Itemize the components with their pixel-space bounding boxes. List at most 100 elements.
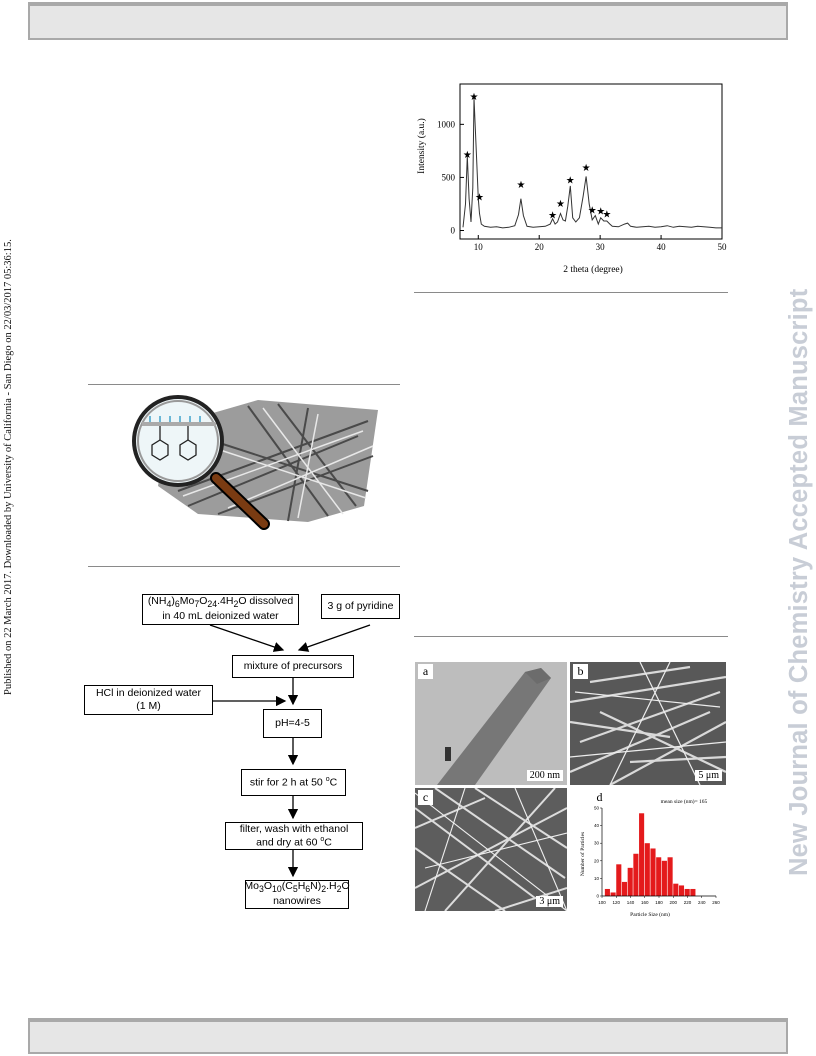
histogram-xtick-label: 140	[627, 900, 635, 905]
sem-panel-b: b 5 μm	[570, 662, 726, 785]
hcl-text-1: HCl in deionized water	[95, 686, 202, 699]
histogram-bar	[627, 867, 633, 896]
sem-image-b	[570, 662, 726, 785]
molybdate-sub-4: 24	[207, 599, 218, 610]
xrd-ytick-label: 1000	[437, 119, 456, 129]
histogram-xlabel: Particle Size (nm)	[630, 911, 670, 918]
xrd-peak-star: ★	[588, 205, 597, 216]
xrd-peak-star: ★	[582, 163, 591, 174]
scale-bar-a: 200 nm	[526, 770, 563, 781]
histogram-bar	[604, 888, 610, 896]
xrd-peak-star: ★	[516, 180, 525, 191]
xrd-xtick-label: 10	[474, 242, 484, 252]
product-s6: 2	[336, 884, 342, 895]
histogram-bar	[616, 864, 622, 896]
histogram-xtick-label: 200	[669, 900, 677, 905]
sem-image-c	[415, 788, 567, 911]
molybdate-formula-1: (NH	[147, 595, 167, 608]
molybdate-sub-2: 6	[174, 599, 180, 610]
xrd-peak-star: ★	[602, 210, 611, 221]
histogram-bar	[650, 848, 656, 896]
histogram-ytick-label: 10	[594, 876, 600, 881]
molybdate-sub-3: 7	[194, 599, 200, 610]
panel-label-b: b	[573, 664, 588, 679]
mixture-box: mixture of precursors	[232, 655, 354, 678]
product-s3: 5	[292, 884, 298, 895]
stir-box: stir for 2 h at 50 oC	[241, 769, 346, 796]
xrd-xlabel: 2 theta (degree)	[563, 264, 623, 275]
histogram-xtick-label: 220	[684, 900, 692, 905]
rule-left-1	[88, 384, 400, 385]
mixture-text: mixture of precursors	[243, 659, 343, 672]
molybdate-formula-6: O dissolved	[238, 595, 294, 608]
xrd-series-line	[462, 97, 722, 229]
rule-left-2	[88, 566, 400, 567]
histogram-bar	[684, 888, 690, 896]
histogram-bar	[633, 853, 639, 896]
footer-bar	[28, 1018, 788, 1054]
histogram-xtick-label: 100	[598, 900, 606, 905]
panel-label-d: d	[592, 790, 607, 805]
stir-text-a: stir for 2 h at 50	[249, 776, 326, 789]
histogram-ytick-label: 50	[594, 806, 600, 811]
histogram-xtick-label: 180	[655, 900, 663, 905]
xrd-peak-star: ★	[475, 193, 484, 204]
stir-text-b: C	[329, 776, 338, 789]
panel-label-c: c	[418, 790, 433, 805]
stir-degree: o	[325, 775, 330, 783]
filter-text-b: C	[324, 836, 332, 849]
histogram-bar	[610, 892, 616, 896]
product-s1: 3	[258, 884, 264, 895]
molybdate-formula-4: O	[199, 595, 208, 608]
filter-text-1: filter, wash with ethanol	[239, 822, 349, 835]
xrd-ytick-label: 500	[442, 172, 456, 182]
product-box: Mo3O10(C5H6N)2.H2O nanowires	[244, 880, 350, 909]
xrd-peak-star: ★	[470, 92, 479, 103]
product-text-2: nanowires	[273, 895, 321, 908]
xrd-peak-star: ★	[566, 176, 575, 187]
molybdate-sub-1: 4	[166, 599, 172, 610]
histogram-bar	[661, 860, 667, 896]
molybdate-formula-3: Mo	[179, 595, 195, 608]
histogram-bar	[621, 881, 628, 896]
panel-label-a: a	[418, 664, 433, 679]
histogram-bar	[667, 857, 673, 896]
histogram-ytick-label: 0	[596, 894, 599, 899]
scale-bar-b: 5 μm	[695, 770, 722, 781]
hcl-box: HCl in deionized water (1 M)	[84, 685, 213, 715]
product-f6: .H	[326, 880, 337, 893]
hcl-text-2: (1 M)	[136, 700, 161, 712]
product-f1: Mo	[244, 880, 259, 893]
histogram-ytick-label: 30	[594, 841, 600, 846]
histogram-bar	[673, 883, 679, 896]
xrd-ytick-label: 0	[451, 226, 456, 236]
filter-text-a: and dry at 60	[256, 836, 321, 849]
filter-degree: o	[320, 835, 325, 843]
histogram-title: mean size (nm)= 165	[661, 798, 708, 805]
xrd-xtick-label: 20	[535, 242, 545, 252]
tem-panel-a: a 200 nm	[415, 662, 567, 785]
histogram-bar	[644, 843, 650, 896]
magnifier-icon	[132, 395, 270, 530]
ph-box: pH=4-5	[263, 709, 322, 738]
xrd-peak-star: ★	[596, 206, 605, 217]
scale-bar-c: 3 μm	[536, 896, 563, 907]
histogram-bar	[656, 857, 662, 896]
product-f3: (C	[281, 880, 293, 893]
precursor-molybdate-box: (NH4)6Mo7O24.4H2O dissolved in 40 mL dei…	[142, 594, 299, 625]
histogram-ylabel: Number of Particles	[579, 832, 586, 876]
product-s5: 2	[321, 884, 327, 895]
product-f2: O	[263, 880, 272, 893]
product-f4: H	[297, 880, 306, 893]
product-s2: 10	[271, 884, 282, 895]
product-f7: O	[341, 880, 350, 893]
rule-right-1	[414, 292, 728, 293]
ph-text: pH=4-5	[275, 716, 310, 729]
xrd-peak-star: ★	[463, 150, 472, 161]
rule-right-2	[414, 636, 728, 637]
filter-box: filter, wash with ethanol and dry at 60 …	[225, 822, 363, 850]
graphical-abstract	[132, 395, 378, 530]
